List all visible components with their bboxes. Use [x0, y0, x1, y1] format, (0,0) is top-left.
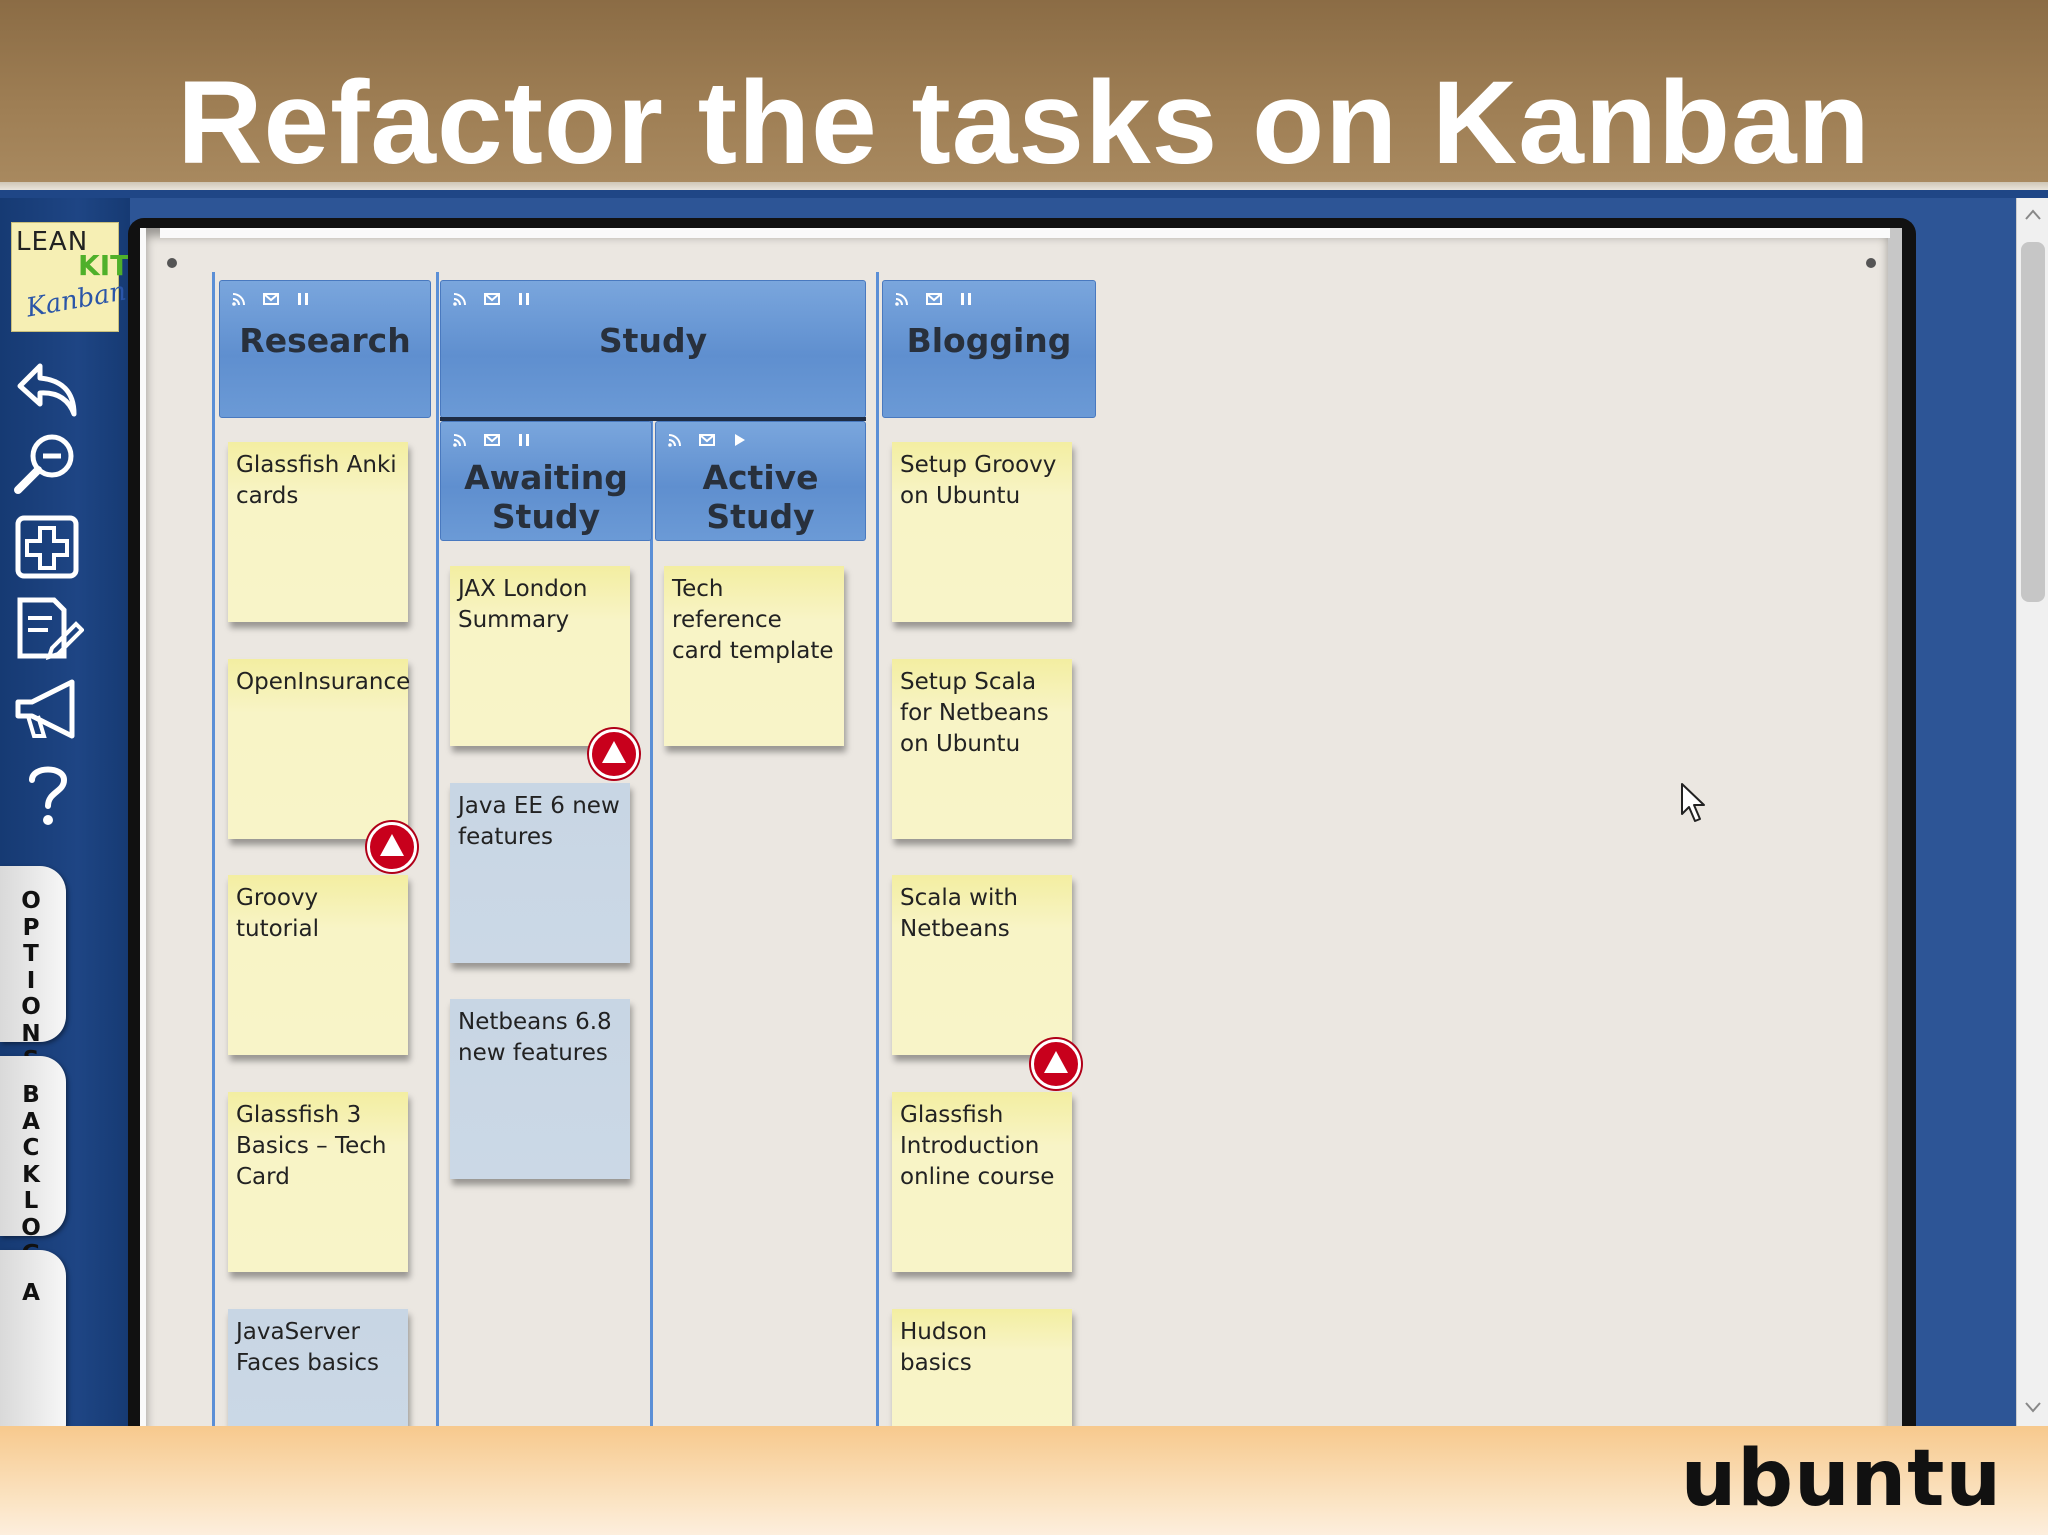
card[interactable]: Groovy tutorial [228, 875, 408, 1055]
scrollbar-thumb[interactable] [2021, 242, 2045, 602]
options-tab-letter: O [21, 888, 41, 914]
edit-icon[interactable] [12, 596, 85, 662]
logo-text-lean: LEAN [16, 227, 89, 257]
help-icon[interactable] [12, 762, 84, 828]
lane-divider [212, 272, 215, 1426]
board-screw [1866, 258, 1876, 268]
rss-icon[interactable] [451, 290, 469, 308]
logo-text-kanban: Kanban [24, 276, 129, 324]
sidebar: LEAN KIT Kanban O P T I O N S [0, 198, 130, 1426]
card[interactable]: Hudson basics [892, 1309, 1072, 1426]
vertical-scrollbar[interactable] [2016, 198, 2048, 1426]
backlog-tab-letter: K [22, 1161, 40, 1188]
options-tab-letter: I [26, 967, 36, 994]
card[interactable]: Setup Scala for Netbeans on Ubuntu [892, 659, 1072, 839]
lane-header-active-study[interactable]: Active Study [655, 421, 866, 541]
lane-icons [666, 431, 748, 449]
high-priority-icon [367, 822, 417, 872]
pause-icon[interactable] [515, 290, 533, 308]
slide-header: Refactor the tasks on Kanban [0, 0, 2048, 190]
options-tab-letter: N [21, 1020, 41, 1047]
pause-icon[interactable] [294, 290, 312, 308]
card[interactable]: Netbeans 6.8 new features [450, 999, 630, 1179]
lane-header-awaiting-study[interactable]: Awaiting Study [440, 421, 652, 541]
backlog-tab-letter: C [22, 1135, 40, 1161]
logo-text-kit: KIT [78, 249, 130, 282]
backlog-tab-letter: B [22, 1082, 40, 1108]
card[interactable]: OpenInsurance [228, 659, 410, 839]
zoom-icon[interactable] [12, 430, 84, 496]
card[interactable]: Glassfish Anki cards [228, 442, 408, 622]
lane-divider [650, 420, 653, 1426]
leankit-logo[interactable]: LEAN KIT Kanban [11, 222, 129, 332]
card[interactable]: Tech reference card template [664, 566, 844, 746]
play-icon[interactable] [730, 431, 748, 449]
card[interactable]: Scala with Netbeans [892, 875, 1072, 1055]
mail-icon[interactable] [483, 431, 501, 449]
slide-footer: ubuntu [0, 1426, 2048, 1535]
undo-icon[interactable] [12, 356, 84, 422]
lane-icons [451, 290, 533, 308]
lane-title-research: Research [239, 321, 411, 360]
pause-icon[interactable] [515, 431, 533, 449]
mail-icon[interactable] [925, 290, 943, 308]
lane-title-active-study-line2: Study [706, 497, 815, 536]
rss-icon[interactable] [666, 431, 684, 449]
slide-title: Refactor the tasks on Kanban [177, 57, 1871, 189]
scroll-down-icon[interactable] [2024, 1400, 2042, 1414]
options-tab[interactable]: O P T I O N S [0, 866, 66, 1073]
high-priority-icon [1031, 1039, 1081, 1089]
pause-icon[interactable] [957, 290, 975, 308]
lane-header-study[interactable]: Study [440, 280, 866, 418]
backlog-tab-letter: L [23, 1188, 39, 1214]
leankit-window: LEAN KIT Kanban O P T I O N S [0, 198, 2048, 1426]
lane-divider [876, 272, 879, 1426]
card[interactable]: Glassfish 3 Basics – Tech Card [228, 1092, 408, 1272]
lane-title-awaiting-study-line2: Study [491, 497, 601, 536]
card[interactable]: JAX London Summary [450, 566, 630, 746]
high-priority-icon [589, 729, 639, 779]
header-divider [0, 182, 2048, 190]
lane-title-blogging: Blogging [906, 321, 1072, 360]
board-rail [160, 228, 1890, 238]
lane-divider [436, 272, 439, 1426]
card[interactable]: Glassfish Introduction online course [892, 1092, 1072, 1272]
announce-icon[interactable] [12, 678, 84, 744]
card[interactable]: JavaServer Faces basics [228, 1309, 408, 1426]
lane-icons [230, 290, 312, 308]
board-screw [167, 258, 177, 268]
ubuntu-logo: ubuntu [1680, 1434, 2002, 1524]
lane-header-research[interactable]: Research [219, 280, 431, 418]
mail-icon[interactable] [483, 290, 501, 308]
lane-icons [893, 290, 975, 308]
options-tab-letter: T [23, 941, 39, 967]
mouse-cursor-icon [1681, 783, 1705, 822]
mail-icon[interactable] [262, 290, 280, 308]
rss-icon[interactable] [893, 290, 911, 308]
backlog-tab[interactable]: B A C K L O G [0, 1056, 66, 1267]
lane-title-awaiting-study-line1: Awaiting [464, 458, 628, 497]
card[interactable]: Setup Groovy on Ubuntu [892, 442, 1072, 622]
options-tab-letter: P [22, 914, 40, 941]
lane-title-active-study-line1: Active [702, 458, 819, 497]
rss-icon[interactable] [451, 431, 469, 449]
backlog-tab-letter: A [22, 1108, 40, 1135]
archive-tab-letter: A [22, 1280, 40, 1306]
study-split-line [440, 417, 866, 421]
card[interactable]: Java EE 6 new features [450, 783, 630, 963]
mail-icon[interactable] [698, 431, 716, 449]
add-card-icon[interactable] [12, 514, 84, 580]
backlog-tab-letter: O [21, 1214, 41, 1241]
lane-title-study: Study [598, 321, 708, 360]
rss-icon[interactable] [230, 290, 248, 308]
scroll-up-icon[interactable] [2024, 208, 2042, 222]
options-tab-letter: O [21, 994, 41, 1020]
archive-tab[interactable]: A [0, 1250, 66, 1426]
lane-icons [451, 431, 533, 449]
lane-header-blogging[interactable]: Blogging [882, 280, 1096, 418]
